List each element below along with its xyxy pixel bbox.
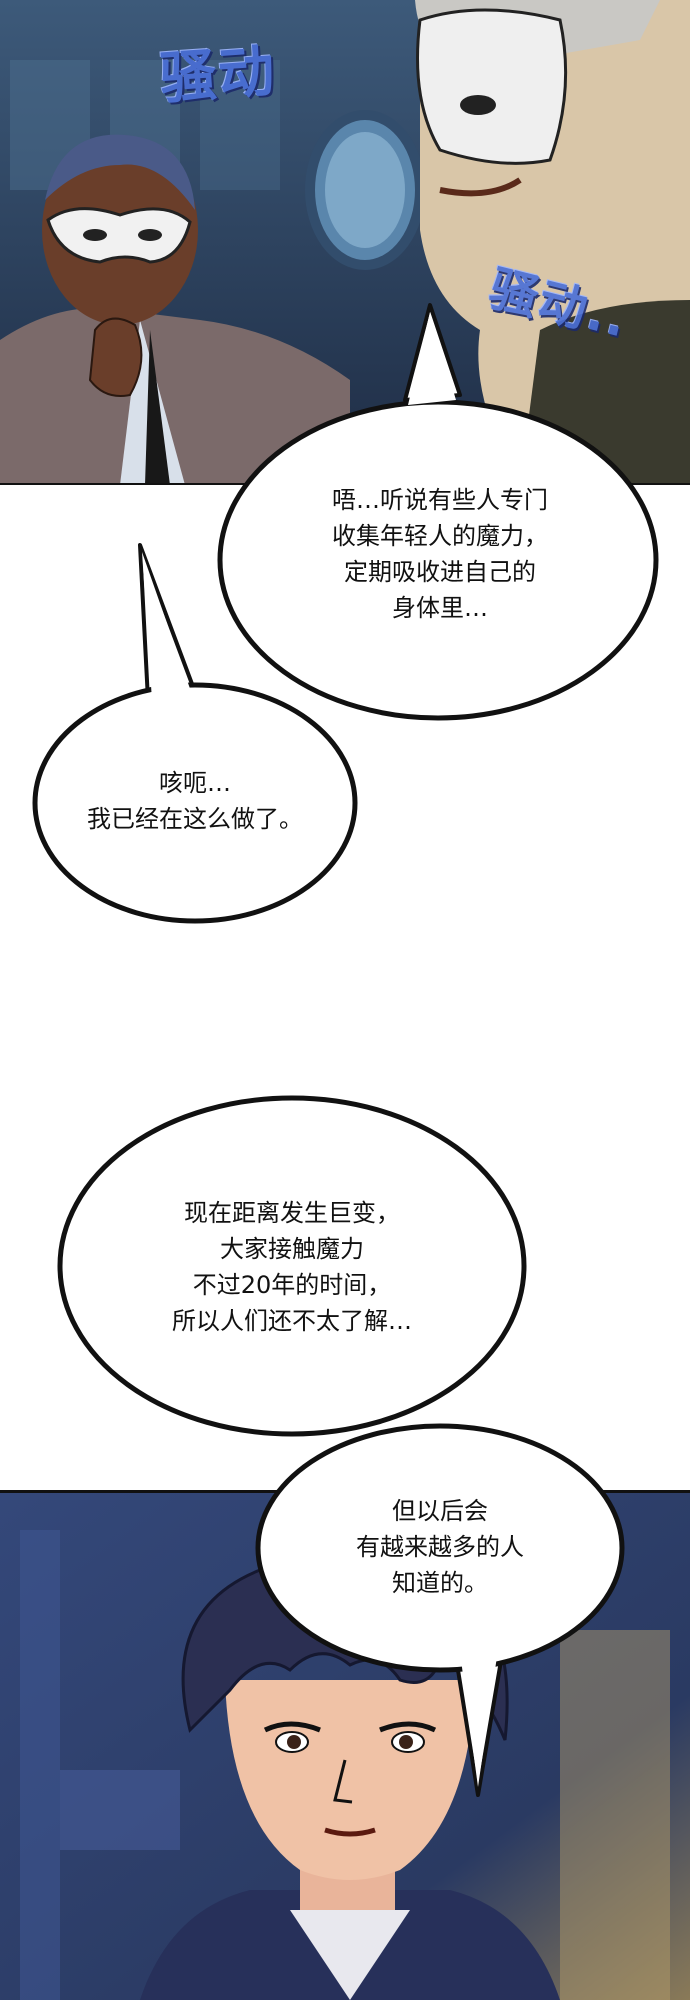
top-panel-masked-men: 骚动 骚动.. bbox=[0, 0, 690, 485]
speech-bubble-4-text: 但以后会 有越来越多的人 知道的。 bbox=[356, 1497, 524, 1597]
speech-bubble-2-text: 咳呃… 我已经在这么做了。 bbox=[87, 769, 303, 833]
speech-bubble-1-text: 唔…听说有些人专门 收集年轻人的魔力， 定期吸收进自己的 身体里… bbox=[332, 486, 548, 622]
sfx-text-left: 骚动 bbox=[158, 39, 279, 112]
top-panel-artwork bbox=[0, 0, 690, 485]
speech-bubble-3-text: 现在距离发生巨变， 大家接触魔力 不过20年的时间， 所以人们还不太了解… bbox=[172, 1199, 412, 1335]
